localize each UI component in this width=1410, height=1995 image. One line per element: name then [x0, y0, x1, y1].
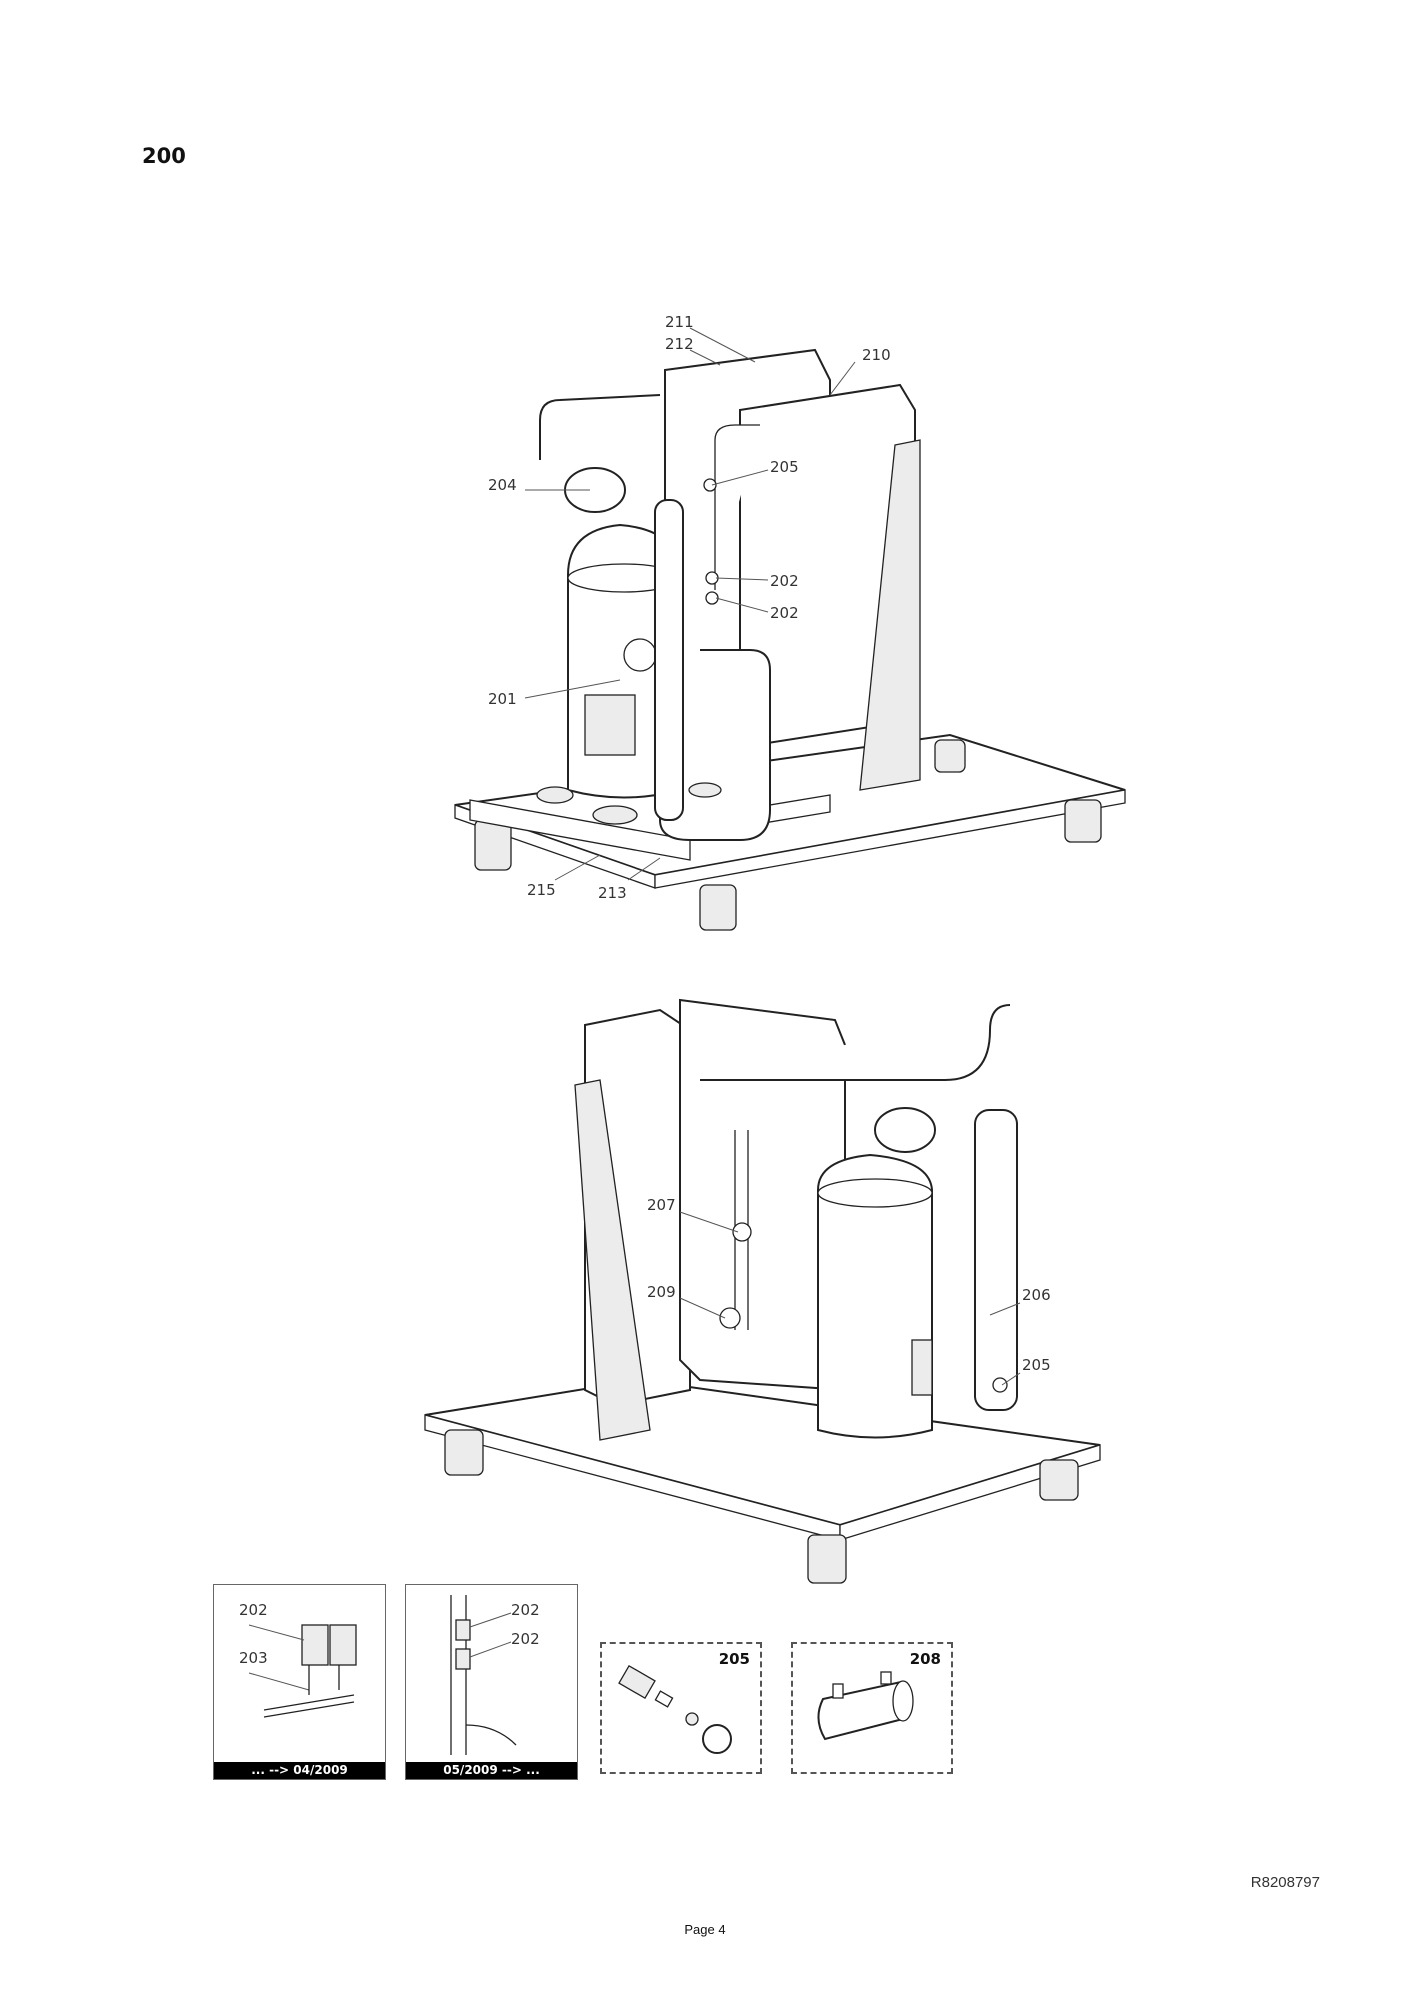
detail-4-drawing: [817, 1671, 914, 1741]
compressor: [817, 1153, 933, 1439]
section-title: 200: [142, 144, 186, 168]
callout-215: 215: [527, 881, 556, 899]
foot: [474, 819, 512, 871]
callout-207: 207: [647, 1196, 676, 1214]
filter-drier: [874, 1107, 936, 1153]
suction-pipe: [539, 394, 661, 460]
callout-209: 209: [647, 1283, 676, 1301]
foot: [444, 1429, 484, 1476]
detail-pressure-switch-new: 202 202 05/2009 --> ...: [405, 1584, 578, 1780]
capillary-line: [714, 424, 760, 590]
compressor-label: [911, 1339, 933, 1396]
expansion-valve: [719, 1307, 741, 1329]
support-bracket: [574, 1079, 651, 1441]
detail-2-caption: 05/2009 --> ...: [406, 1762, 577, 1779]
pressure-switch-fitting: [705, 591, 719, 605]
detail-2-drawing: [450, 1595, 517, 1755]
support-bracket: [859, 439, 921, 791]
detail-filter-drier: 208: [791, 1642, 953, 1774]
detail-service-valve: 205: [600, 1642, 762, 1774]
detail-pressure-switch-old: 202 203 ... --> 04/2009: [213, 1584, 386, 1780]
vibration-mount: [536, 786, 574, 804]
detail-1-caption: ... --> 04/2009: [214, 1762, 385, 1779]
foot: [807, 1534, 847, 1584]
callout-202: 202: [770, 572, 799, 590]
foot: [1064, 799, 1102, 843]
callout-202: 202: [770, 604, 799, 622]
riser-pipe: [659, 520, 771, 841]
top-assembly: 211 212 210 204 205 202 202 201 215 213: [454, 313, 1126, 931]
vibration-mount: [688, 782, 722, 798]
compressor-port: [623, 638, 657, 672]
detail-2-label-top: 202: [511, 1601, 540, 1619]
foot: [699, 884, 737, 931]
service-valve: [703, 478, 717, 492]
callout-205: 205: [1022, 1356, 1051, 1374]
bottom-assembly: 207 209 206 205: [424, 998, 1101, 1584]
callout-213: 213: [598, 884, 627, 902]
detail-3-number: 205: [718, 1650, 750, 1668]
callout-211: 211: [665, 313, 694, 331]
callout-206: 206: [1022, 1286, 1051, 1304]
pipe: [700, 1004, 1011, 1081]
accumulator: [974, 1109, 1018, 1411]
detail-1-drawing: [248, 1624, 357, 1718]
callout-212: 212: [665, 335, 694, 353]
callout-205: 205: [770, 458, 799, 476]
callout-201: 201: [488, 690, 517, 708]
sight-glass: [732, 1222, 752, 1242]
foot: [1039, 1459, 1079, 1501]
document-reference: R8208797: [1250, 1874, 1320, 1891]
compressor-label: [584, 694, 636, 756]
detail-1-label-bottom: 203: [239, 1649, 268, 1667]
callout-210: 210: [862, 346, 891, 364]
detail-4-number: 208: [909, 1650, 941, 1668]
compressor-top: [817, 1178, 933, 1208]
detail-3-drawing: [618, 1664, 732, 1754]
foot: [934, 739, 966, 773]
accumulator: [654, 499, 684, 821]
detail-1-label-top: 202: [239, 1601, 268, 1619]
callout-204: 204: [488, 476, 517, 494]
page-number: Page 4: [684, 1922, 726, 1937]
vibration-mount: [592, 805, 638, 825]
service-valve: [992, 1377, 1008, 1393]
base-plate-top-edge-right: [654, 789, 1126, 889]
rail: [469, 799, 691, 861]
detail-2-label-bottom: 202: [511, 1630, 540, 1648]
